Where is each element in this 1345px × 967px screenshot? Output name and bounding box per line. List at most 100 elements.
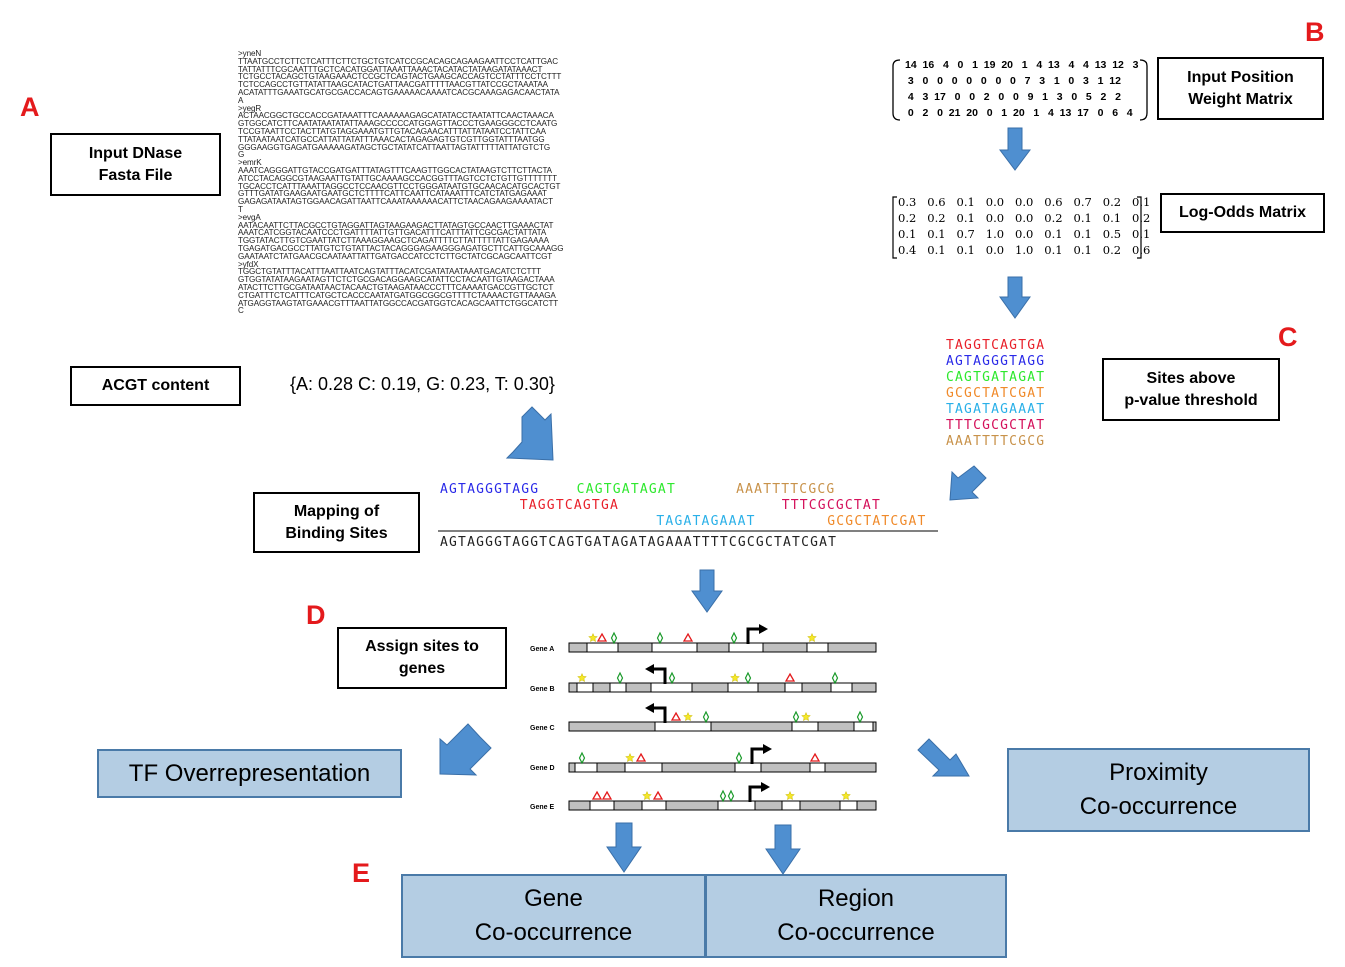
diamond-site-icon <box>668 671 676 685</box>
triangle-site-icon <box>670 711 682 721</box>
star-site-icon <box>807 632 817 643</box>
gene-label: Gene B <box>530 686 555 693</box>
lod-row: 0.1 0.1 0.7 1.0 0.0 0.1 0.1 0.5 0.1 <box>898 227 1151 241</box>
tss-arrow-icon <box>748 785 762 802</box>
panel-letter-e: E <box>352 858 371 888</box>
fasta-line: >yegR <box>238 103 262 113</box>
regulatory-region <box>589 800 615 811</box>
site-sequence: TTTCGCGCTAT <box>946 418 1046 433</box>
fasta-line: CTGATTTCTCATTTCATGCTCACCCAATATGATGGCGGCG… <box>238 290 556 300</box>
tss-arrowhead-icon <box>645 703 654 713</box>
fasta-line: TCCGTAATTCCTACTTATGTAGGAAATGTTGTACAGAACA… <box>238 126 546 136</box>
diamond-site-icon <box>578 751 586 765</box>
arrow-genes-to-proximity <box>917 738 970 777</box>
mapped-site: AAATTTTCGCG <box>736 482 836 497</box>
regulatory-region <box>734 762 762 773</box>
tf-overrepresentation-box: TF Overrepresentation <box>97 749 402 798</box>
fasta-line: >yneN <box>238 49 262 58</box>
gene-track <box>568 642 877 653</box>
gene-label: Gene E <box>530 804 555 811</box>
arrow-genes-to-gene-co <box>606 822 642 873</box>
site-sequence: TAGATAGAAAT <box>946 402 1046 417</box>
tss-arrow-icon <box>750 747 764 764</box>
star-site-icon <box>625 752 635 763</box>
gene-label: Gene A <box>530 646 555 653</box>
arrow-pwm-to-lod <box>999 127 1031 171</box>
fasta-line: TGGTATACTTGTCGAATTATCTTAAAGGAAGCTCAGATTT… <box>238 236 549 246</box>
mapped-site: GCGCTATCGAT <box>827 514 927 529</box>
regulatory-region <box>586 642 619 653</box>
diamond-site-icon <box>856 710 864 724</box>
mapped-site: CAGTGATAGAT <box>576 482 676 497</box>
star-site-icon <box>588 632 598 643</box>
mapped-site: TTTCGCGCTAT <box>781 498 881 513</box>
mapped-site: TAGATAGAAAT <box>656 514 756 529</box>
fasta-line: GGGAAGGTGAGATGAAAAAGATAGCTGCTATATCATTAAT… <box>238 142 551 152</box>
site-sequence: AAATTTTCGCG <box>946 434 1046 449</box>
star-site-icon <box>841 790 851 801</box>
fasta-line: A <box>238 95 244 105</box>
star-site-icon <box>730 672 740 683</box>
fasta-line: >emrK <box>238 158 262 168</box>
triangle-site-icon <box>635 752 647 762</box>
lod-right-bracket <box>1137 196 1142 259</box>
site-sequence: GCGCTATCGAT <box>946 386 1046 401</box>
acgt-content-label: ACGT content <box>70 366 241 406</box>
mapped-site: TAGGTCAGTGA <box>519 498 620 513</box>
fasta-line: TGCACCTCATTTAAATTAGGCCTCCAACGTTCCTGGGATA… <box>238 181 561 191</box>
fasta-line: ATGAGGTAAGTATGAAACGTTTAATTATGGCCACGATGGT… <box>238 298 559 308</box>
regulatory-region <box>654 721 712 732</box>
lod-left-bracket <box>892 196 897 259</box>
regulatory-region <box>809 762 826 773</box>
arrow-sites-to-mapping <box>949 465 987 501</box>
pwm-matrix: 14 16 4 0 1 19 20 1 4 13 4 4 13 12 3 3 0… <box>905 57 1145 121</box>
arrow-genes-to-region-co <box>765 824 801 875</box>
triangle-site-icon <box>652 790 664 800</box>
diamond-site-icon <box>735 751 743 765</box>
fasta-line: C <box>238 306 244 316</box>
regulatory-region <box>650 682 693 693</box>
diamond-site-icon <box>730 631 738 645</box>
fasta-line: AAATCAGGGATTGTACCGATGATTTATAGTTTCAAGTTGG… <box>238 165 552 175</box>
tss-arrow-icon <box>653 667 667 684</box>
gene-track <box>568 682 877 693</box>
fasta-line: ACATATTTGAAATGCATGCGACCACAGTGAAAAACAAAAT… <box>238 87 560 97</box>
fasta-line: TGGCTGTATTTACATTTAATTAATCAGTATTTACATCGAT… <box>238 267 542 277</box>
triangle-site-icon <box>596 632 608 642</box>
fasta-line: >yfdX <box>238 259 259 269</box>
tss-arrowhead-icon <box>645 664 654 674</box>
pwm-right-bracket <box>1139 59 1148 121</box>
acgt-values: {A: 0.28 C: 0.19, G: 0.23, T: 0.30} <box>290 374 555 394</box>
triangle-site-icon <box>682 632 694 642</box>
lod-row: 0.3 0.6 0.1 0.0 0.0 0.6 0.7 0.2 0.1 <box>898 195 1151 209</box>
tss-arrow-icon <box>746 627 760 644</box>
regulatory-region <box>624 762 663 773</box>
star-site-icon <box>785 790 795 801</box>
diamond-site-icon <box>744 671 752 685</box>
diamond-site-icon <box>656 631 664 645</box>
fasta-line: TATTATTTCGCAATTTGCTCACATGGATTAAATTAAACTA… <box>238 64 543 74</box>
fasta-line: GTGGTATATAAGAATAGTTCTCTGCGACAGGAAGCATATT… <box>238 275 555 285</box>
regulatory-region <box>806 642 829 653</box>
regulatory-region <box>574 762 598 773</box>
diamond-site-icon <box>616 671 624 685</box>
fasta-line: TCTGCCTACAGCTGTAAGAAACTCCGCTCAGTACTGAAGC… <box>238 72 562 82</box>
tss-arrow-icon <box>653 706 667 723</box>
star-site-icon <box>683 711 693 722</box>
arrow-fasta-to-mapping <box>505 406 554 461</box>
regulatory-region <box>784 682 803 693</box>
arrow-lod-to-sites <box>999 276 1031 319</box>
star-site-icon <box>642 790 652 801</box>
diamond-site-icon <box>719 789 727 803</box>
panel-letter-c: C <box>1278 322 1298 352</box>
diamond-site-icon <box>610 631 618 645</box>
gene-label: Gene D <box>530 765 555 772</box>
